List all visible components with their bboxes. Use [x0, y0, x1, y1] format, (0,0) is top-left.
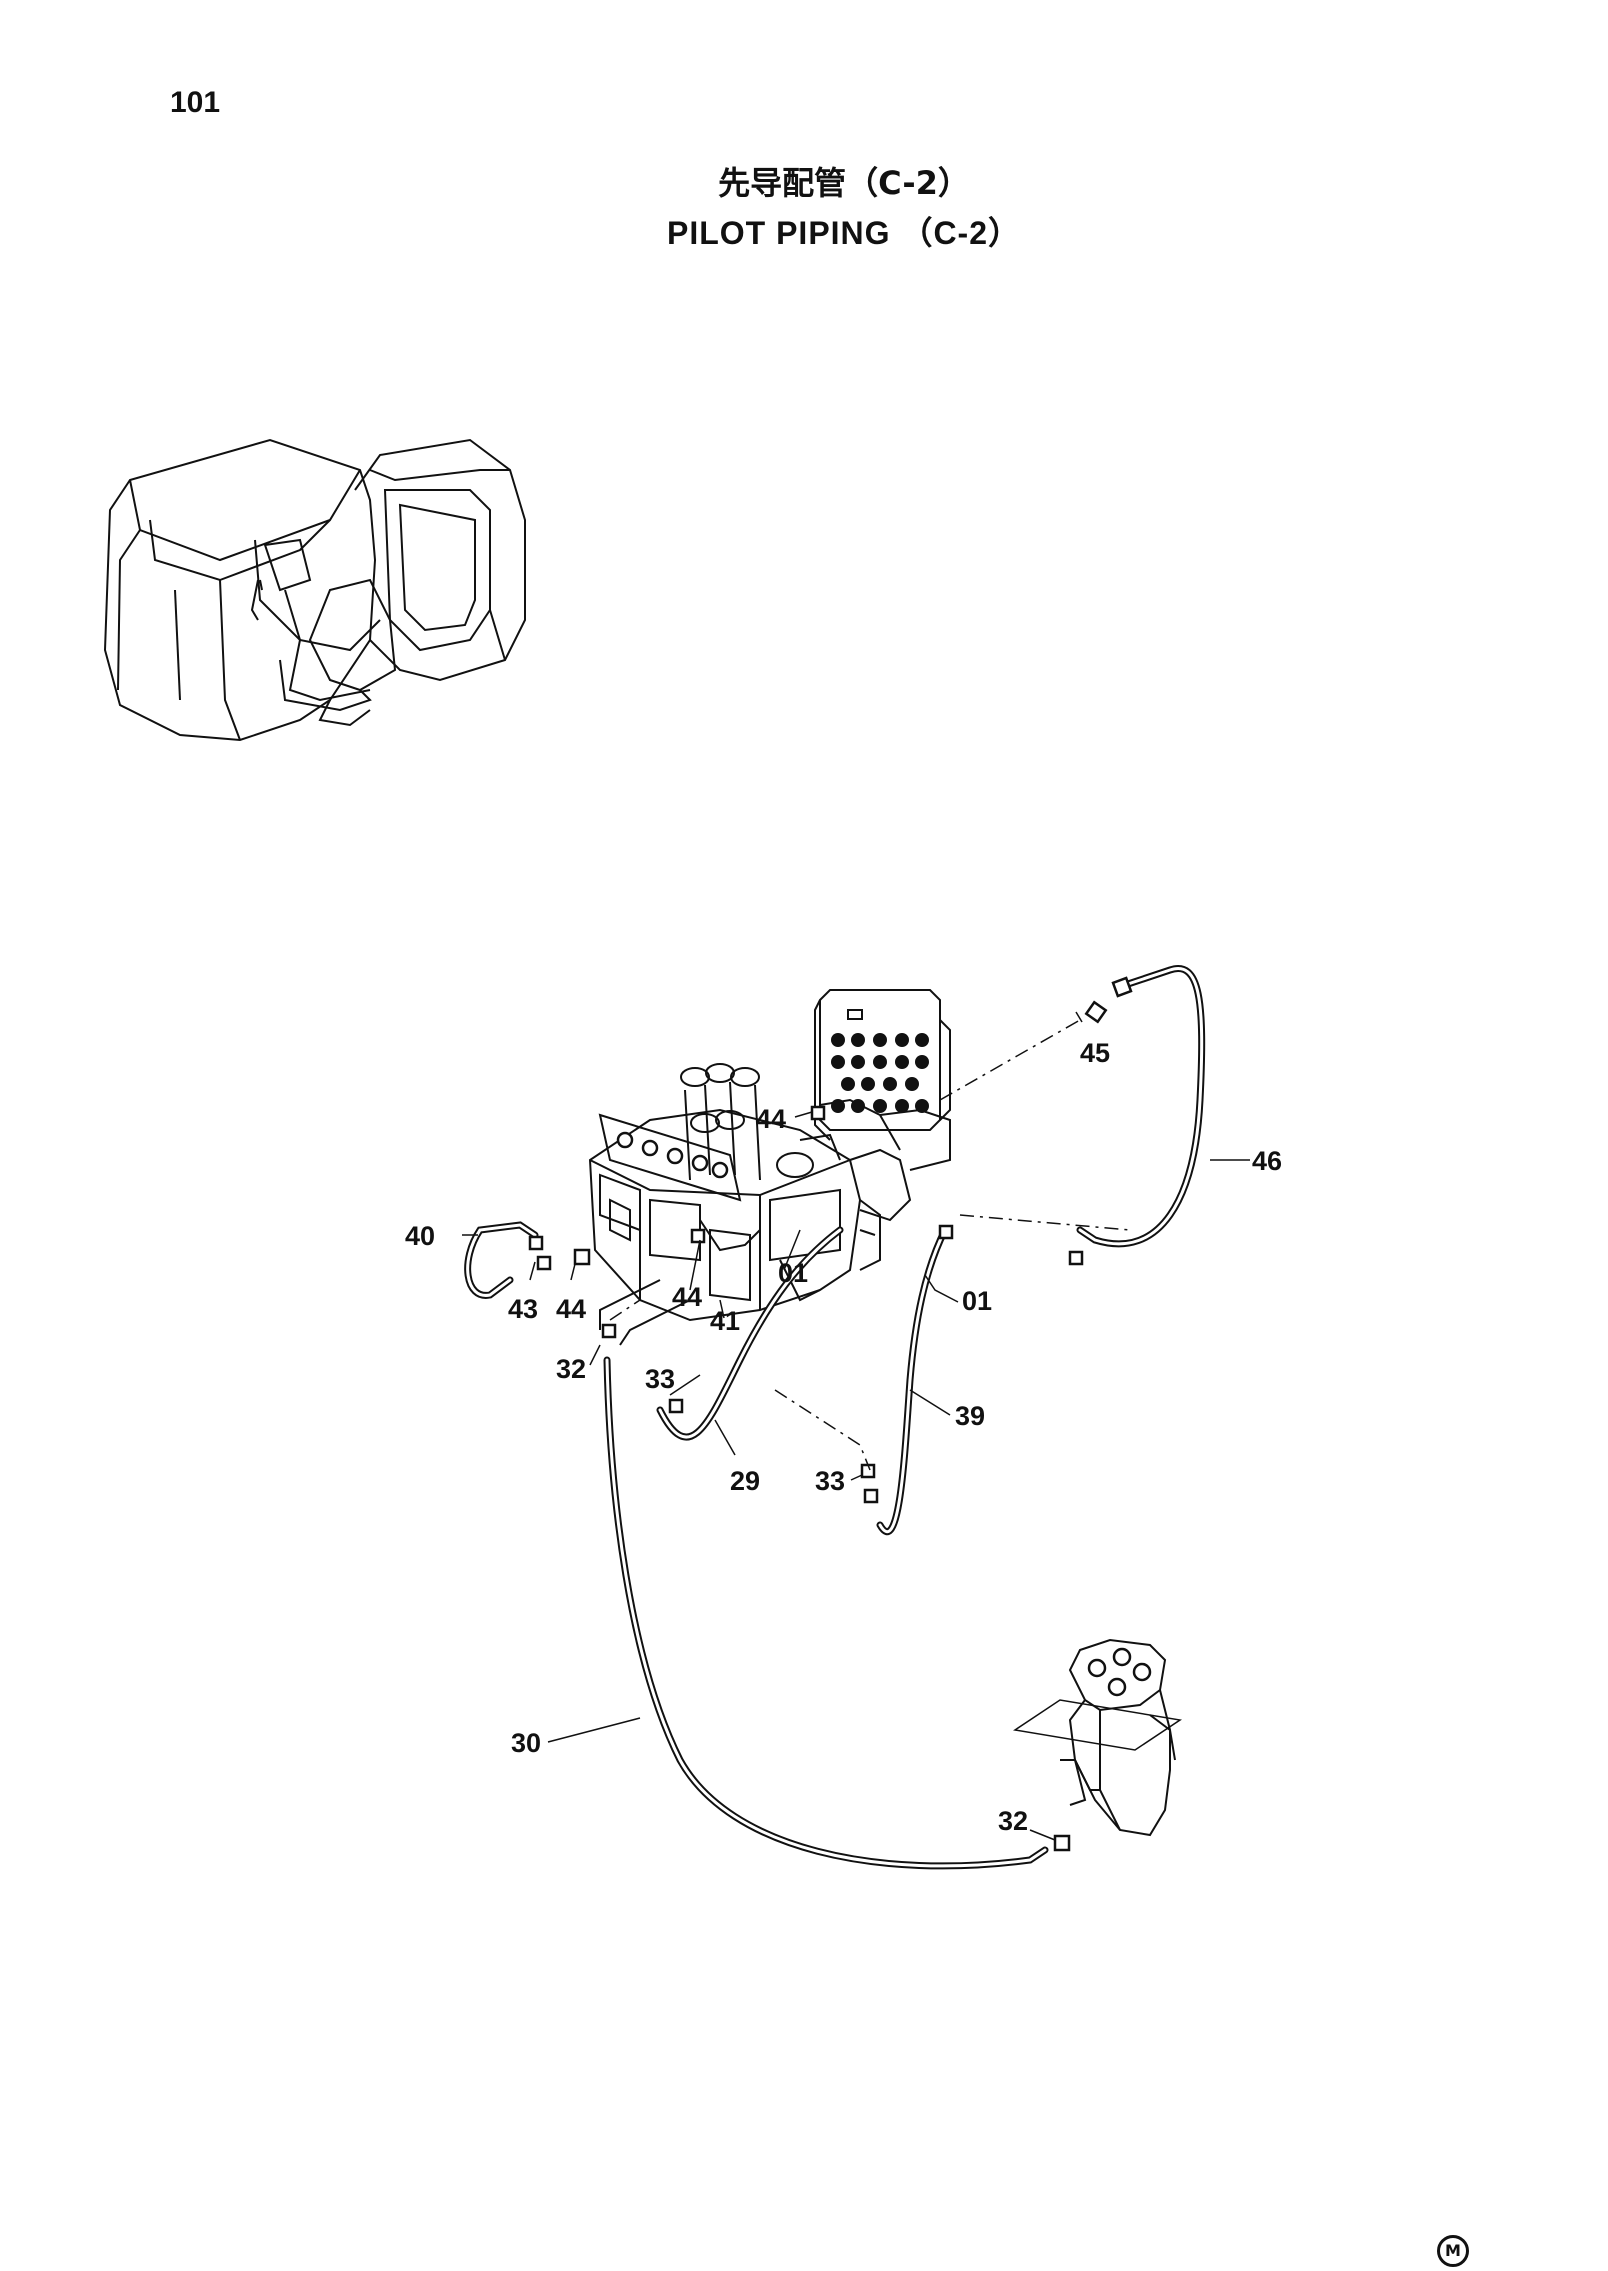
manufacturer-mark: M: [1437, 2235, 1469, 2267]
control-valve: [588, 1063, 951, 1322]
callout-43: 43: [508, 1294, 538, 1324]
callout-33: 33: [815, 1466, 845, 1496]
pilot-manifold: [814, 989, 951, 1141]
callout-labels: 45 46 44 40 01 43 44 44 41 01 32 33 39 2…: [405, 1038, 1282, 1836]
leader-lines: [462, 1011, 1250, 1841]
page-title-english: PILOT PIPING （C-2）: [666, 215, 1022, 251]
callout-30: 30: [511, 1728, 541, 1758]
callout-32: 32: [998, 1806, 1028, 1836]
callout-29: 29: [730, 1466, 760, 1496]
callout-44: 44: [756, 1104, 786, 1134]
hoses: [464, 965, 1206, 1870]
callout-01: 01: [778, 1258, 808, 1288]
excavator-overview: [103, 438, 526, 742]
callout-32: 32: [556, 1354, 586, 1384]
callout-46: 46: [1252, 1146, 1282, 1176]
callout-41: 41: [710, 1306, 740, 1336]
page-title-chinese: 先导配管（C-2）: [718, 164, 970, 202]
callout-45: 45: [1080, 1038, 1110, 1068]
callout-44: 44: [556, 1294, 586, 1324]
swivel-joint: [1013, 1638, 1182, 1837]
callout-44: 44: [672, 1282, 702, 1312]
callout-01: 01: [962, 1286, 992, 1316]
callout-33: 33: [645, 1364, 675, 1394]
page-number: 101: [170, 86, 221, 119]
callout-39: 39: [955, 1401, 985, 1431]
callout-40: 40: [405, 1221, 435, 1251]
